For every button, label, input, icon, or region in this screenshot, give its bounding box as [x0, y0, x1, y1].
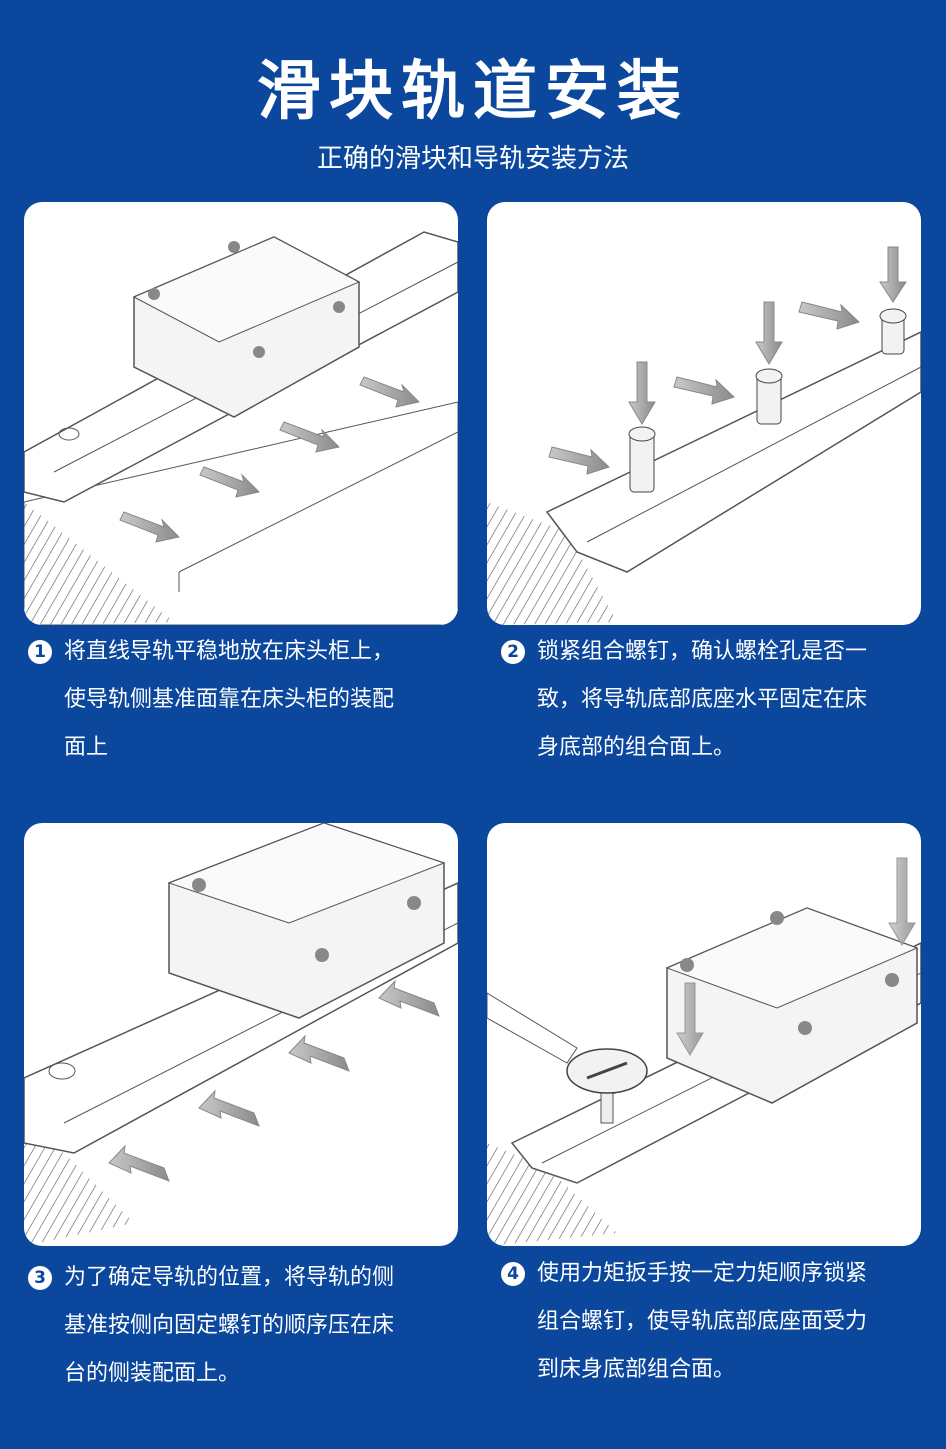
step-number-badge: 4: [501, 1262, 525, 1286]
step-text-line: 使导轨侧基准面靠在床头柜的装配: [64, 687, 395, 712]
step-3-description: 3 为了确定导轨的位置，将导轨的侧 基准按侧向固定螺钉的顺序压在床 台的侧装配面…: [28, 1254, 448, 1398]
step-text-line: 为了确定导轨的位置，将导轨的侧: [64, 1265, 395, 1290]
step-number-badge: 1: [28, 640, 52, 664]
step-text-line: 使用力矩扳手按一定力矩顺序锁紧: [537, 1261, 868, 1286]
page-title: 滑块轨道安装: [257, 55, 689, 129]
step-2-description: 2 锁紧组合螺钉，确认螺栓孔是否一 致，将导轨底部底座水平固定在床 身底部的组合…: [501, 628, 921, 772]
step-text-line: 基准按侧向固定螺钉的顺序压在床: [64, 1313, 395, 1338]
step-number-badge: 3: [28, 1266, 52, 1290]
illustration-torque-wrench: [487, 823, 921, 1246]
illustration-lock-screws: [487, 202, 921, 625]
step-number-badge: 2: [501, 640, 525, 664]
step-1-description: 1 将直线导轨平稳地放在床头柜上， 使导轨侧基准面靠在床头柜的装配 面上: [28, 628, 448, 772]
illustration-side-press: [24, 823, 458, 1246]
step-text-line: 致，将导轨底部底座水平固定在床: [537, 687, 868, 712]
step-text-line: 身底部的组合面上。: [537, 735, 736, 760]
step-text-line: 面上: [64, 735, 109, 760]
step-text-line: 锁紧组合螺钉，确认螺栓孔是否一: [537, 639, 868, 664]
step-text-line: 到床身底部组合面。: [537, 1357, 736, 1382]
illustration-place-rail: [24, 202, 458, 625]
step-text-line: 将直线导轨平稳地放在床头柜上，: [64, 639, 395, 664]
page-subtitle: 正确的滑块和导轨安装方法: [316, 144, 629, 174]
step-text-line: 台的侧装配面上。: [64, 1361, 241, 1386]
step-text-line: 组合螺钉，使导轨底部底座面受力: [537, 1309, 868, 1334]
step-4-description: 4 使用力矩扳手按一定力矩顺序锁紧 组合螺钉，使导轨底部底座面受力 到床身底部组…: [501, 1250, 921, 1394]
